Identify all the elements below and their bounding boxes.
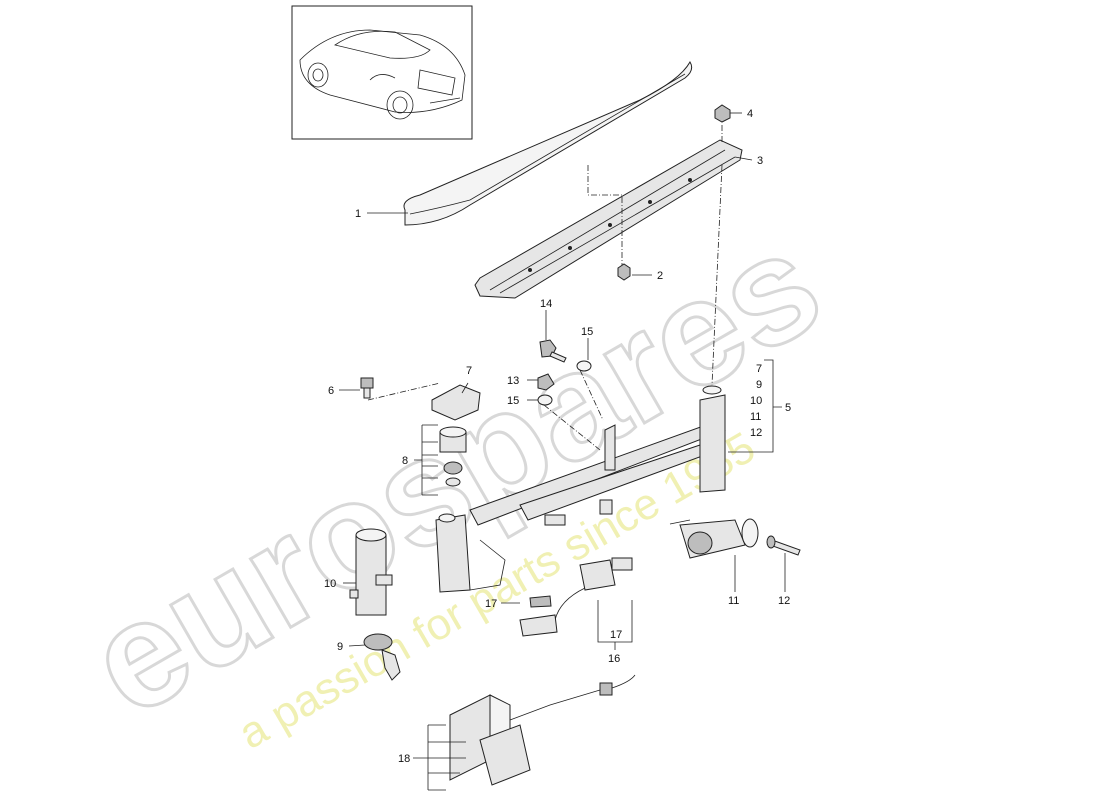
callout-1: 1 <box>355 208 361 220</box>
callout-12: 12 <box>778 595 790 607</box>
part-12-bolt <box>766 535 801 556</box>
part-9-grommet <box>363 633 401 681</box>
callout-11: 11 <box>728 595 739 607</box>
part-3-frame <box>474 139 743 299</box>
callout-7: 7 <box>466 365 472 377</box>
part-1-spoiler <box>403 61 693 226</box>
part-5-linkage <box>435 385 726 593</box>
callout-17-left: 17 <box>485 598 497 610</box>
callout-6: 6 <box>328 385 334 397</box>
callout-16: 16 <box>608 653 620 665</box>
part-7-plate <box>431 384 481 421</box>
part-4-nut <box>714 104 731 123</box>
callout-17-bracket: 17 <box>610 629 622 641</box>
part-18-lock <box>449 674 636 786</box>
callout-5: 5 <box>785 402 791 414</box>
group5-item-11: 11 <box>750 411 761 423</box>
group5-item-7: 7 <box>756 363 762 375</box>
group5-item-12: 12 <box>750 427 762 439</box>
group5-item-9: 9 <box>756 379 762 391</box>
callout-10: 10 <box>324 578 336 590</box>
part-2-nut <box>617 263 631 281</box>
callout-14: 14 <box>540 298 552 310</box>
callout-13: 13 <box>507 375 519 387</box>
part-16-sensor <box>519 557 633 637</box>
callout-4: 4 <box>747 108 753 120</box>
callout-15-top: 15 <box>581 326 593 338</box>
group5-item-10: 10 <box>750 395 762 407</box>
callout-3: 3 <box>757 155 763 167</box>
leader-lines <box>339 112 786 791</box>
part-10-actuator <box>349 528 393 616</box>
callout-9: 9 <box>337 641 343 653</box>
callout-18: 18 <box>398 753 410 765</box>
callout-labels: 1 2 3 4 5 6 7 8 9 10 11 12 13 14 15 15 1… <box>324 108 791 765</box>
part-8-stack <box>439 426 467 487</box>
callout-2: 2 <box>657 270 663 282</box>
callout-8: 8 <box>402 455 408 467</box>
small-hardware <box>537 339 592 406</box>
callout-15-bottom: 15 <box>507 395 519 407</box>
alignment-lines <box>367 125 723 451</box>
part-11-motor <box>669 518 759 559</box>
part-6-bolt <box>360 377 374 399</box>
car-thumbnail <box>291 5 473 140</box>
